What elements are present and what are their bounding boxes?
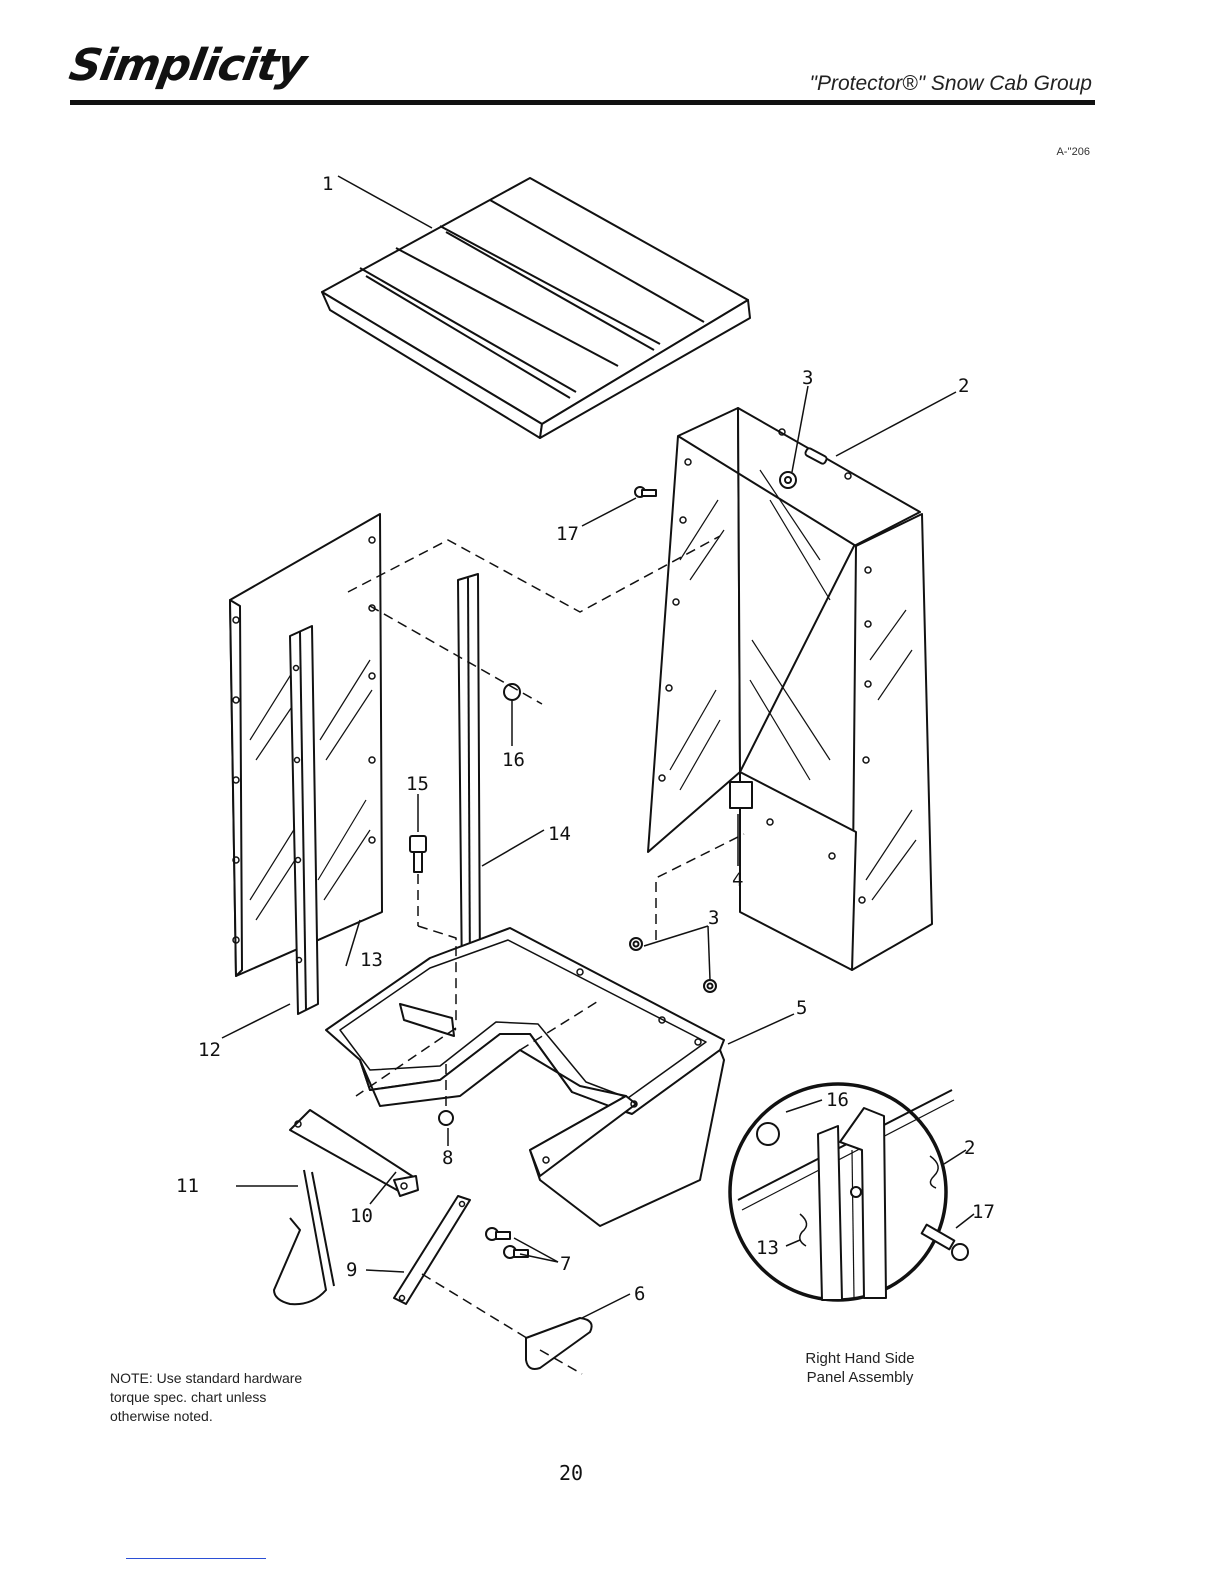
wire-clip (274, 1170, 334, 1304)
callout-16: 16 (502, 749, 525, 771)
callout-7: 7 (560, 1253, 571, 1275)
callout-1: 1 (322, 173, 333, 195)
callout-8: 8 (442, 1147, 453, 1169)
callout-15: 15 (406, 773, 429, 795)
inset-caption-line2: Panel Assembly (760, 1368, 960, 1387)
callout-3-mid: 3 (708, 907, 719, 929)
callout-6: 6 (634, 1283, 645, 1305)
inset-caption-line1: Right Hand Side (760, 1349, 960, 1368)
callout-17: 17 (556, 523, 579, 545)
inset-callout-2: 2 (964, 1137, 975, 1159)
roof-panel (322, 178, 750, 438)
note-line1: NOTE: Use standard hardware (110, 1369, 360, 1388)
callout-10: 10 (350, 1205, 373, 1227)
callout-14: 14 (548, 823, 571, 845)
bracket (290, 1110, 418, 1196)
inset-callout-17: 17 (972, 1201, 995, 1223)
page-number: 20 (559, 1461, 583, 1485)
inset-detail (730, 1084, 974, 1300)
bottom-link-underline[interactable] (126, 1558, 266, 1559)
torque-note: NOTE: Use standard hardware torque spec.… (110, 1369, 360, 1426)
inset-callout-16: 16 (826, 1089, 849, 1111)
callout-3-top: 3 (802, 367, 813, 389)
note-line3: otherwise noted. (110, 1407, 360, 1426)
side-back-panel (648, 408, 932, 970)
strap (394, 1196, 470, 1304)
callout-12: 12 (198, 1039, 221, 1061)
callout-13: 13 (360, 949, 383, 971)
center-rail (458, 574, 480, 984)
note-line2: torque spec. chart unless (110, 1388, 360, 1407)
inset-callout-13: 13 (756, 1237, 779, 1259)
callout-2: 2 (958, 375, 969, 397)
callout-5: 5 (796, 997, 807, 1019)
callout-4: 4 (732, 869, 743, 891)
callout-9: 9 (346, 1259, 357, 1281)
inset-caption: Right Hand Side Panel Assembly (760, 1349, 960, 1387)
left-rail (290, 626, 318, 1014)
callout-11: 11 (176, 1175, 199, 1197)
